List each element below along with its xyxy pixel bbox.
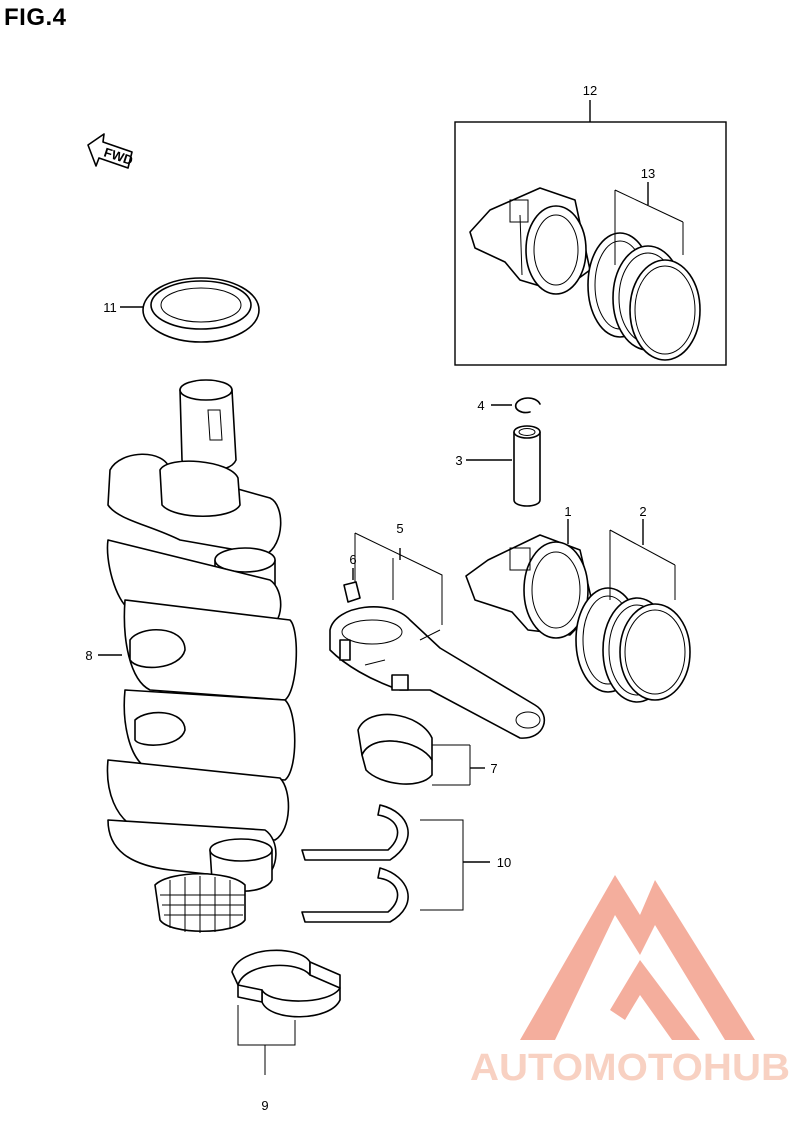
callout-12: 12 — [583, 83, 597, 98]
callout-11: 11 — [103, 300, 117, 315]
thrust-washers — [301, 804, 490, 923]
piston — [465, 519, 595, 639]
piston-pin — [466, 425, 541, 507]
callout-13: 13 — [641, 166, 655, 181]
fwd-arrow-icon: FWD — [87, 133, 135, 169]
callout-1: 1 — [564, 504, 571, 519]
connecting-rod-nut — [343, 568, 361, 603]
piston-rings-boxed — [587, 182, 701, 361]
connecting-rod — [329, 532, 546, 739]
crankshaft — [98, 379, 298, 933]
main-bearing — [231, 949, 341, 1075]
callout-4: 4 — [477, 398, 484, 413]
callout-6: 6 — [349, 552, 356, 567]
callout-3: 3 — [455, 453, 462, 468]
piston-set-box — [454, 100, 727, 366]
callout-2: 2 — [639, 504, 646, 519]
callout-9: 9 — [261, 1098, 268, 1113]
piston-assembly-boxed — [469, 187, 591, 295]
figure-title: FIG.4 — [4, 4, 67, 31]
conrod-bearing — [357, 713, 485, 786]
callout-5: 5 — [396, 521, 403, 536]
callout-10: 10 — [497, 855, 511, 870]
watermark-logo: AUTOMOTOHUB — [470, 875, 790, 1089]
callout-8: 8 — [85, 648, 92, 663]
watermark-text: AUTOMOTOHUB — [470, 1047, 790, 1089]
circlip — [491, 397, 541, 414]
piston-rings — [575, 519, 691, 703]
oil-seal — [120, 277, 260, 343]
callout-7: 7 — [490, 761, 497, 776]
